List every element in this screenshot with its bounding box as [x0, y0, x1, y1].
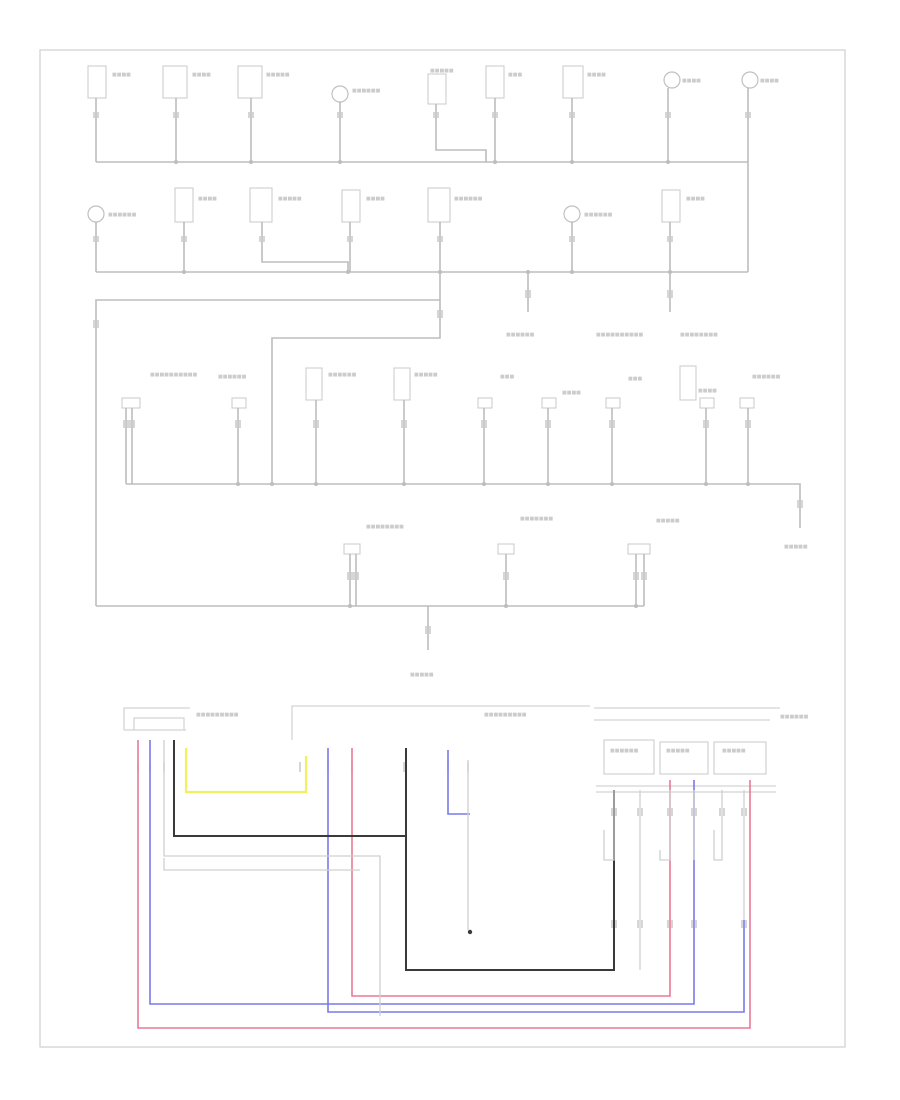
svg-text:■■■■: ■■■■	[366, 196, 385, 202]
svg-text:■■■■■■: ■■■■■■	[352, 88, 381, 94]
bulb-icon	[331, 85, 349, 103]
bulb-icon	[563, 205, 581, 223]
svg-text:■■■■■: ■■■■■	[430, 68, 454, 74]
svg-text:■■■■■■: ■■■■■■	[218, 374, 247, 380]
svg-text:■■■■■■: ■■■■■■	[780, 714, 809, 720]
svg-text:■■■■■: ■■■■■	[722, 748, 746, 754]
svg-text:■■■■■■: ■■■■■■	[610, 748, 639, 754]
row2-components: ■■■■■■ ■■■■ ■■■■■ ■■■■ ■■■■■■ ■■■■■■ ■■■…	[87, 187, 748, 274]
svg-text:■■■■: ■■■■	[192, 72, 211, 78]
row2-grounds: ■■■■■■ ■■■■■■■■■■ ■■■■■■■■	[506, 272, 718, 338]
svg-text:■■■■■: ■■■■■	[414, 372, 438, 378]
svg-text:■■■■■■: ■■■■■■	[584, 212, 613, 218]
bottom-section: ■■■■■■■■■ ■■■■■■■■■ ■■■■■■ ■■■■■■ ■■■■■ …	[123, 705, 809, 1029]
svg-text:■■■■: ■■■■	[198, 196, 217, 202]
svg-text:■■■■■■: ■■■■■■	[108, 212, 137, 218]
trunk	[271, 272, 441, 484]
svg-text:■■■■■■■■: ■■■■■■■■	[366, 524, 404, 530]
svg-text:■■■■■: ■■■■■	[666, 748, 690, 754]
svg-text:■■■■■■■■■■: ■■■■■■■■■■	[150, 372, 198, 378]
svg-text:■■■■■: ■■■■■	[266, 72, 290, 78]
row3-components: ■■■■■■■■■■ ■■■■■■ ■■■■■■ ■■■■■ ■■■ ■■■■ …	[121, 365, 808, 550]
bulb-icon	[741, 71, 759, 89]
svg-text:■■■■■■■■■■: ■■■■■■■■■■	[596, 332, 644, 338]
svg-text:■■■■■: ■■■■■	[278, 196, 302, 202]
diagram-frame	[39, 49, 846, 1048]
svg-text:■■■: ■■■	[628, 376, 642, 382]
svg-text:■■■■: ■■■■	[686, 196, 705, 202]
svg-text:■■■: ■■■	[508, 72, 522, 78]
svg-text:■■■■: ■■■■	[682, 78, 701, 84]
row1-components: ■■■■ ■■■■ ■■■■■ ■■■■■■ ■■■■■ ■■■ ■■■■ ■■…	[87, 65, 779, 164]
svg-text:■■■■■■: ■■■■■■	[506, 332, 535, 338]
svg-text:■■■■: ■■■■	[112, 72, 131, 78]
left-return	[95, 299, 440, 606]
row4-components: ■■■■■■■■ ■■■■■■■ ■■■■■ ■■■■■	[96, 516, 680, 678]
svg-text:■■■■: ■■■■	[698, 388, 717, 394]
svg-text:■■■■■■: ■■■■■■	[454, 196, 483, 202]
svg-text:■■■: ■■■	[500, 374, 514, 380]
bulb-icon	[87, 205, 105, 223]
svg-text:■■■■■: ■■■■■	[784, 544, 808, 550]
svg-text:■■■■■■■■: ■■■■■■■■	[680, 332, 718, 338]
svg-text:■■■■: ■■■■	[760, 78, 779, 84]
svg-text:■■■■■■: ■■■■■■	[752, 374, 781, 380]
svg-text:■■■■: ■■■■	[562, 390, 581, 396]
svg-text:■■■■: ■■■■	[587, 72, 606, 78]
svg-text:■■■■■■■: ■■■■■■■	[520, 516, 553, 522]
svg-text:■■■■■: ■■■■■	[410, 672, 434, 678]
svg-text:■■■■■■■■■: ■■■■■■■■■	[196, 712, 239, 718]
svg-text:■■■■■: ■■■■■	[656, 518, 680, 524]
svg-text:■■■■■■■■■: ■■■■■■■■■	[484, 712, 527, 718]
svg-text:■■■■■■: ■■■■■■	[328, 372, 357, 378]
bulb-icon	[663, 71, 681, 89]
